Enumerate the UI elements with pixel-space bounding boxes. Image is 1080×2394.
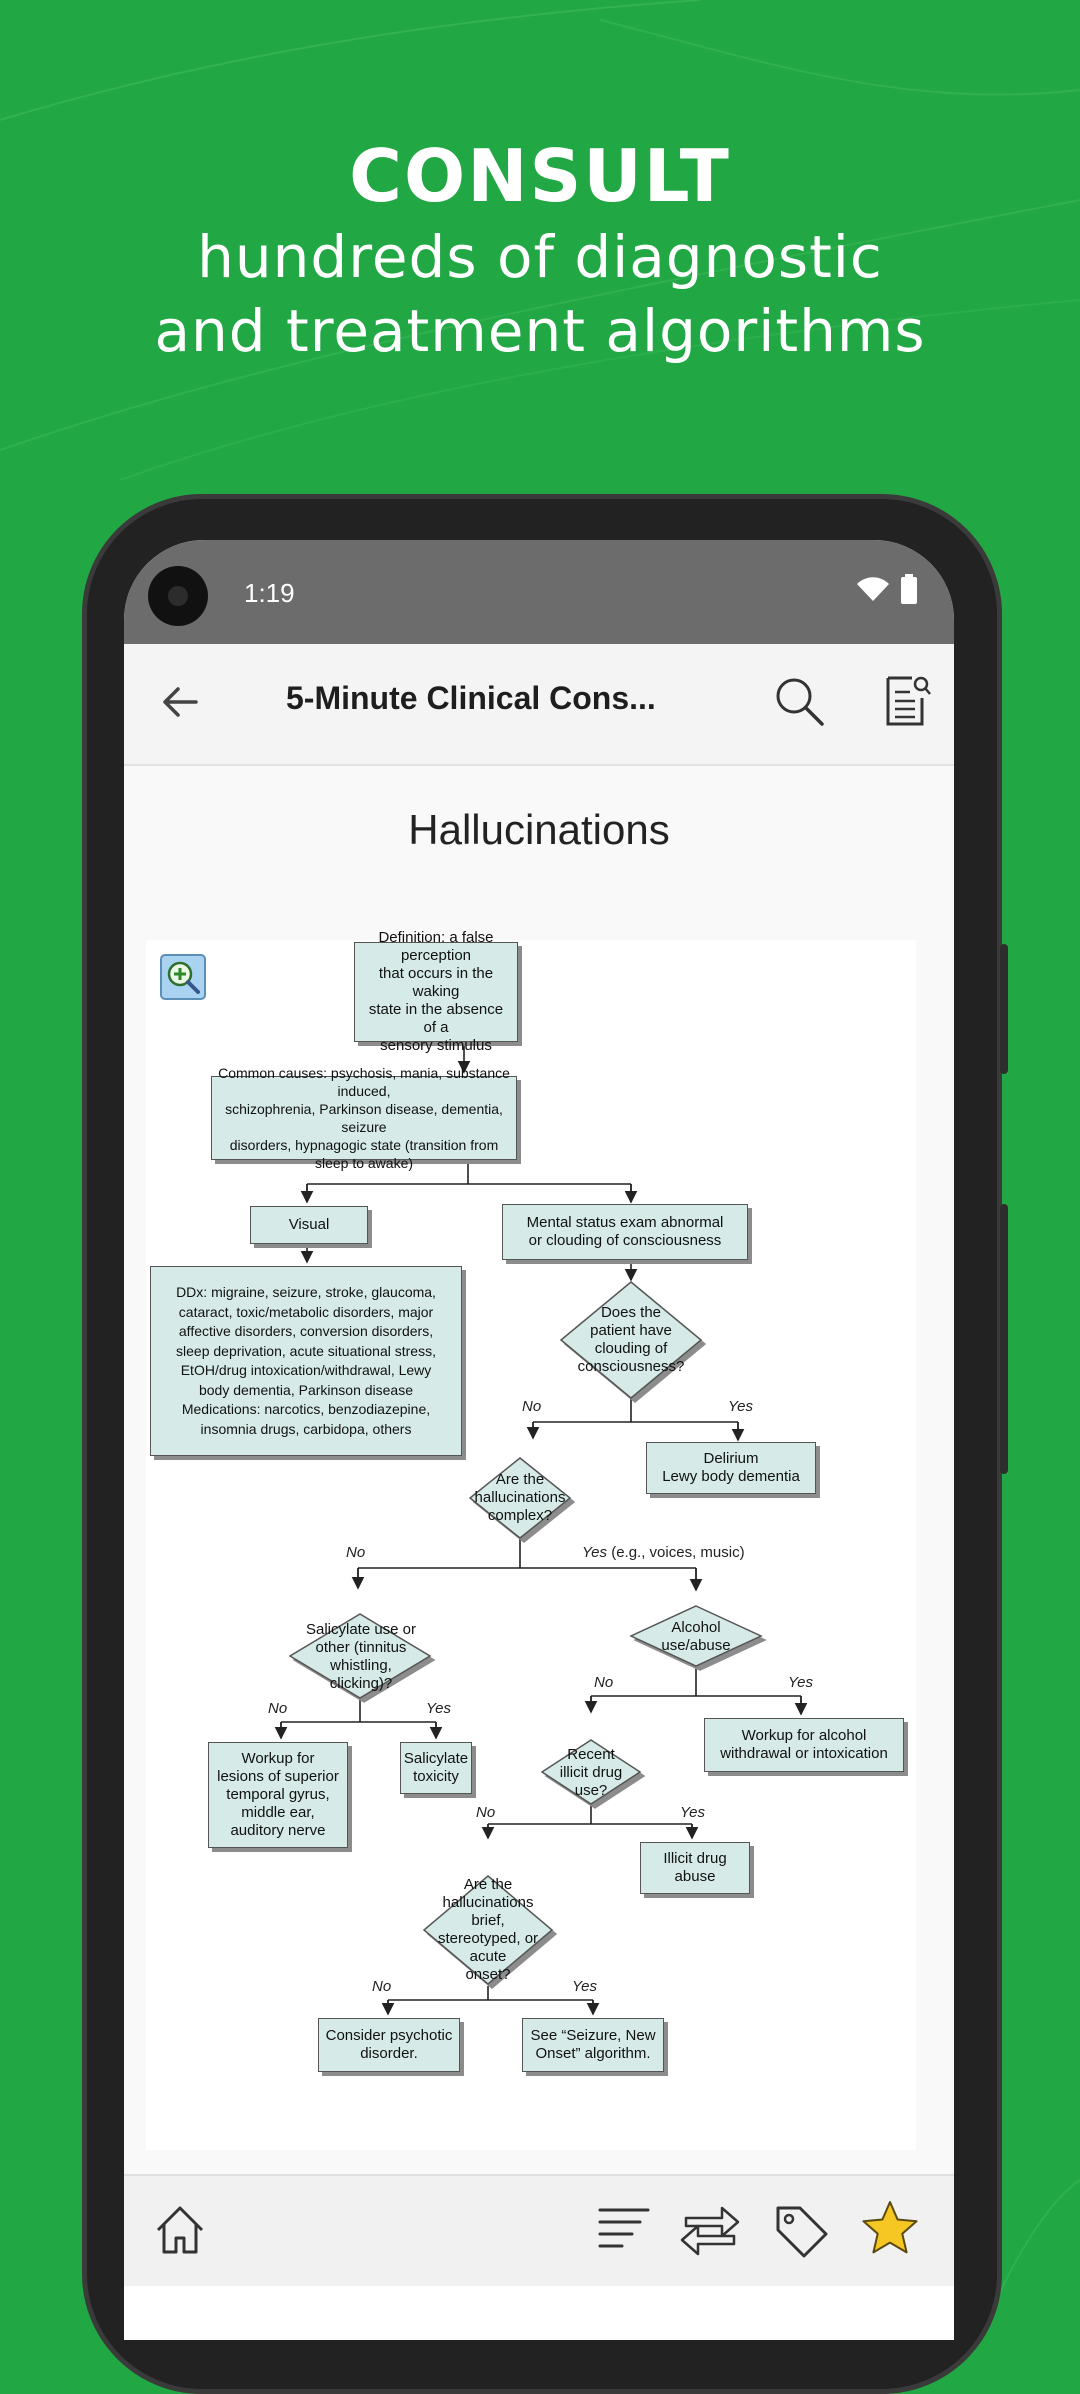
question-alcohol: Alcohol use/abuse xyxy=(661,1619,731,1654)
back-arrow-icon[interactable] xyxy=(158,680,202,724)
battery-icon xyxy=(901,574,917,604)
delirium-node: Delirium Lewy body dementia xyxy=(646,1442,816,1494)
branch-yes-1: Yes xyxy=(728,1398,754,1415)
zoom-in-icon[interactable] xyxy=(160,954,206,1000)
causes-node: Common causes: psychosis, mania, substan… xyxy=(211,1065,517,1171)
question-complex: Are the hallucinations complex? xyxy=(474,1471,566,1524)
illicit-abuse-node: Illicit drug abuse xyxy=(640,1842,750,1894)
search-icon[interactable] xyxy=(772,674,826,728)
branch-no-4: No xyxy=(594,1674,614,1691)
headline-line-1: hundreds of diagnostic xyxy=(197,223,883,291)
question-clouding: Does the patient have clouding of consci… xyxy=(577,1304,685,1375)
phone-volume-button xyxy=(1000,944,1008,1074)
branch-no-6: No xyxy=(372,1978,392,1995)
visual-node: Visual xyxy=(250,1206,368,1244)
branch-no-2: No xyxy=(346,1544,366,1561)
algorithm-flowchart[interactable]: Definition: a false perception that occu… xyxy=(146,929,916,2150)
branch-yes-2-example: (e.g., voices, music) xyxy=(607,1544,745,1561)
star-icon[interactable] xyxy=(860,2198,920,2258)
branch-no-1: No xyxy=(522,1398,542,1415)
seizure-reference-node: See “Seizure, New Onset” algorithm. xyxy=(522,2018,664,2072)
branch-yes-4: Yes xyxy=(788,1674,814,1691)
phone-power-button xyxy=(1000,1204,1008,1474)
promo-headline: CONSULT hundreds of diagnostic and treat… xyxy=(0,132,1080,368)
headline-line-2: and treatment algorithms xyxy=(154,297,926,365)
salicylate-toxicity-node: Salicylate toxicity xyxy=(400,1742,472,1794)
mental-status-node: Mental status exam abnormal or clouding … xyxy=(502,1204,748,1260)
page-title: Hallucinations xyxy=(408,806,670,853)
background-waves xyxy=(0,0,1080,2340)
branch-no-3: No xyxy=(268,1700,288,1717)
workup-alcohol-node: Workup for alcohol withdrawal or intoxic… xyxy=(704,1718,904,1772)
home-icon[interactable] xyxy=(152,2202,208,2258)
workup-lesions-node: Workup for lesions of superior temporal … xyxy=(208,1742,348,1848)
phone-screen: 1:19 5-Minute Clinical Cons... xyxy=(124,540,954,2340)
tag-icon[interactable] xyxy=(772,2202,830,2260)
ddx-node: DDx: migraine, seizure, stroke, glaucoma… xyxy=(150,1266,462,1456)
front-camera xyxy=(148,566,208,626)
flowchart-connectors xyxy=(274,1042,808,2016)
notes-icon[interactable] xyxy=(882,672,932,728)
question-brief: Are the hallucinations brief, stereotype… xyxy=(437,1876,539,1983)
content-area: Hallucinations xyxy=(124,766,954,2174)
bottom-toolbar xyxy=(124,2174,954,2286)
swap-icon[interactable] xyxy=(678,2202,742,2258)
psychotic-disorder-node: Consider psychotic disorder. xyxy=(318,2018,460,2072)
contents-icon[interactable] xyxy=(596,2202,652,2258)
branch-yes-3: Yes xyxy=(426,1700,452,1717)
question-salicylate: Salicylate use or other (tinnitus whistl… xyxy=(305,1621,417,1692)
branch-no-5: No xyxy=(476,1804,496,1821)
app-bar: 5-Minute Clinical Cons... xyxy=(124,644,954,766)
status-bar: 1:19 xyxy=(124,540,954,644)
headline-title: CONSULT xyxy=(349,134,731,218)
wifi-icon xyxy=(857,577,889,601)
definition-node: Definition: a false perception that occu… xyxy=(354,929,518,1054)
app-title: 5-Minute Clinical Cons... xyxy=(286,680,656,716)
gesture-nav-handle[interactable] xyxy=(424,2306,656,2316)
status-time: 1:19 xyxy=(244,578,295,608)
question-illicit: Recent illicit drug use? xyxy=(559,1746,623,1799)
branch-yes-2-label: Yes xyxy=(582,1544,608,1561)
branch-yes-6: Yes xyxy=(572,1978,598,1995)
branch-yes-5: Yes xyxy=(680,1804,706,1821)
branch-yes-2: Yes (e.g., voices, music) xyxy=(582,1544,745,1561)
